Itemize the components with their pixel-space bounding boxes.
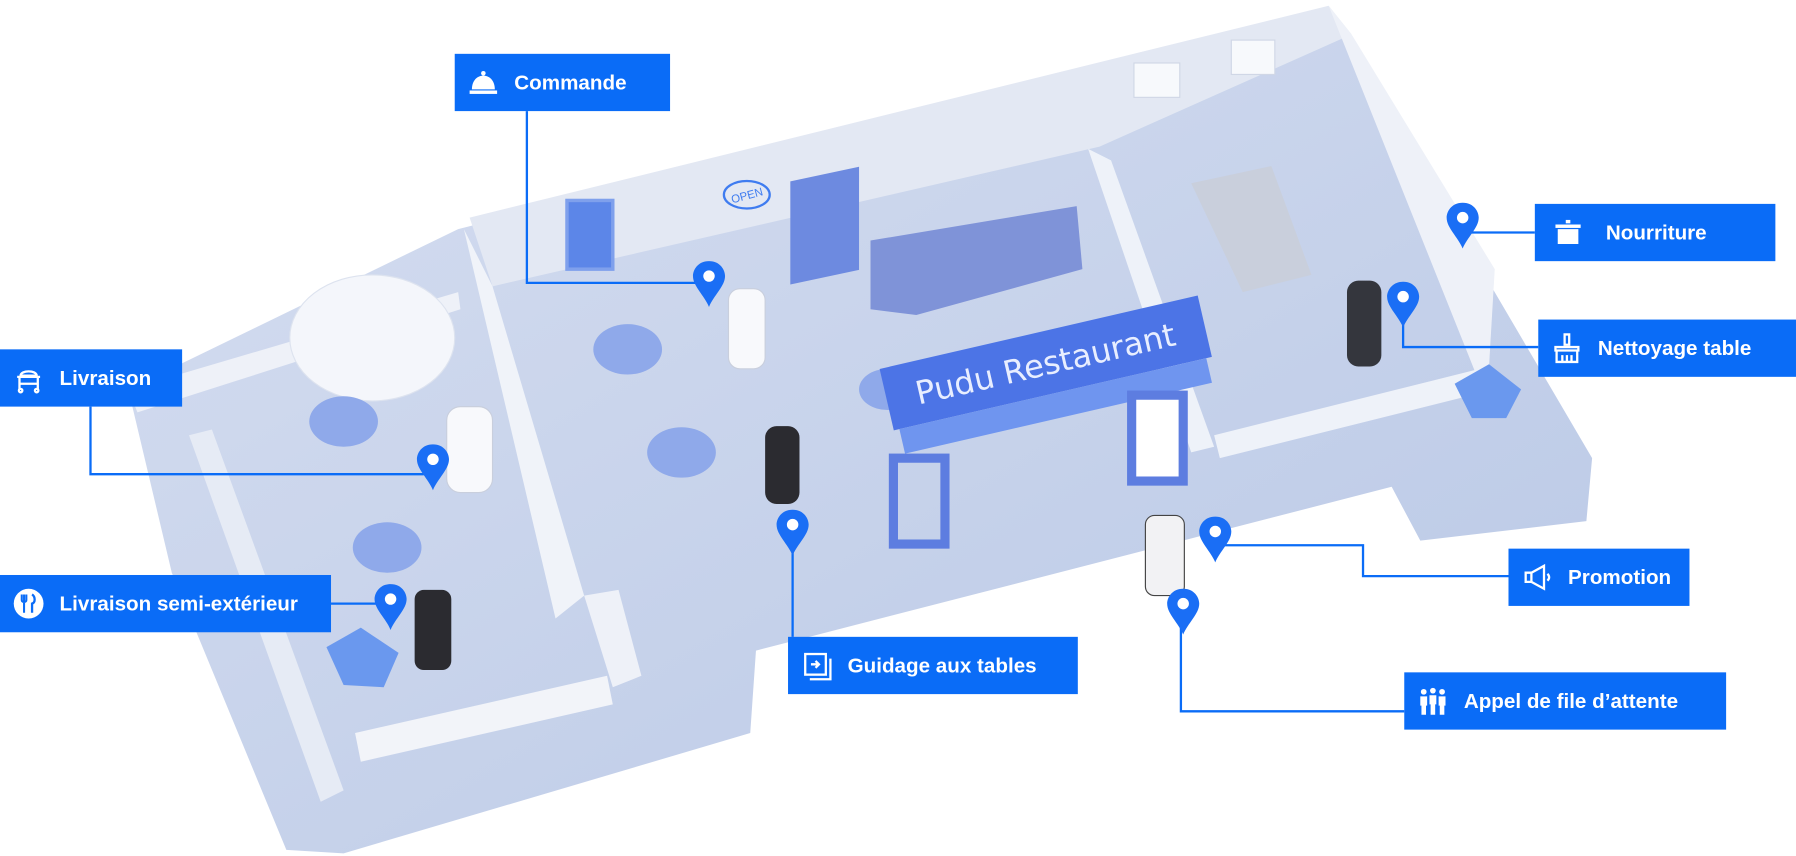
label-livraison[interactable]: Livraison bbox=[0, 349, 183, 407]
inner-wall bbox=[463, 229, 585, 619]
label-commande[interactable]: Commande bbox=[454, 53, 671, 112]
label-appel-file-attente[interactable]: Appel de file d’attente bbox=[1404, 672, 1727, 730]
queue-people-icon bbox=[1416, 684, 1450, 718]
bar-counter bbox=[870, 206, 1083, 315]
label-text: Nettoyage table bbox=[1597, 336, 1752, 360]
label-nettoyage-table[interactable]: Nettoyage table bbox=[1538, 319, 1796, 377]
brush-icon bbox=[1550, 331, 1584, 365]
label-text: Promotion bbox=[1568, 565, 1672, 589]
connector-lines bbox=[89, 111, 1539, 713]
megaphone-icon bbox=[1520, 560, 1554, 594]
label-livraison-semi-exterieur[interactable]: Livraison semi-extérieur bbox=[0, 574, 332, 633]
location-pin-icon[interactable] bbox=[1167, 588, 1200, 635]
label-text: Guidage aux tables bbox=[847, 653, 1037, 677]
pot-icon bbox=[1551, 215, 1585, 249]
label-text: Commande bbox=[514, 70, 627, 94]
label-nourriture[interactable]: Nourriture bbox=[1534, 203, 1776, 262]
label-text: Livraison semi-extérieur bbox=[59, 591, 298, 615]
back-wall bbox=[469, 5, 1352, 287]
cloche-icon bbox=[466, 65, 500, 99]
umbrella bbox=[289, 274, 456, 402]
fork-knife-icon bbox=[11, 586, 45, 620]
label-text: Livraison bbox=[59, 365, 152, 389]
label-promotion[interactable]: Promotion bbox=[1508, 548, 1690, 606]
label-text: Nourriture bbox=[1605, 220, 1707, 244]
label-guidage-aux-tables[interactable]: Guidage aux tables bbox=[788, 636, 1078, 695]
location-pin-icon[interactable] bbox=[1199, 516, 1232, 563]
guide-arrow-icon bbox=[799, 648, 833, 682]
label-text: Appel de file d’attente bbox=[1463, 688, 1679, 712]
delivery-cart-icon bbox=[11, 361, 45, 395]
